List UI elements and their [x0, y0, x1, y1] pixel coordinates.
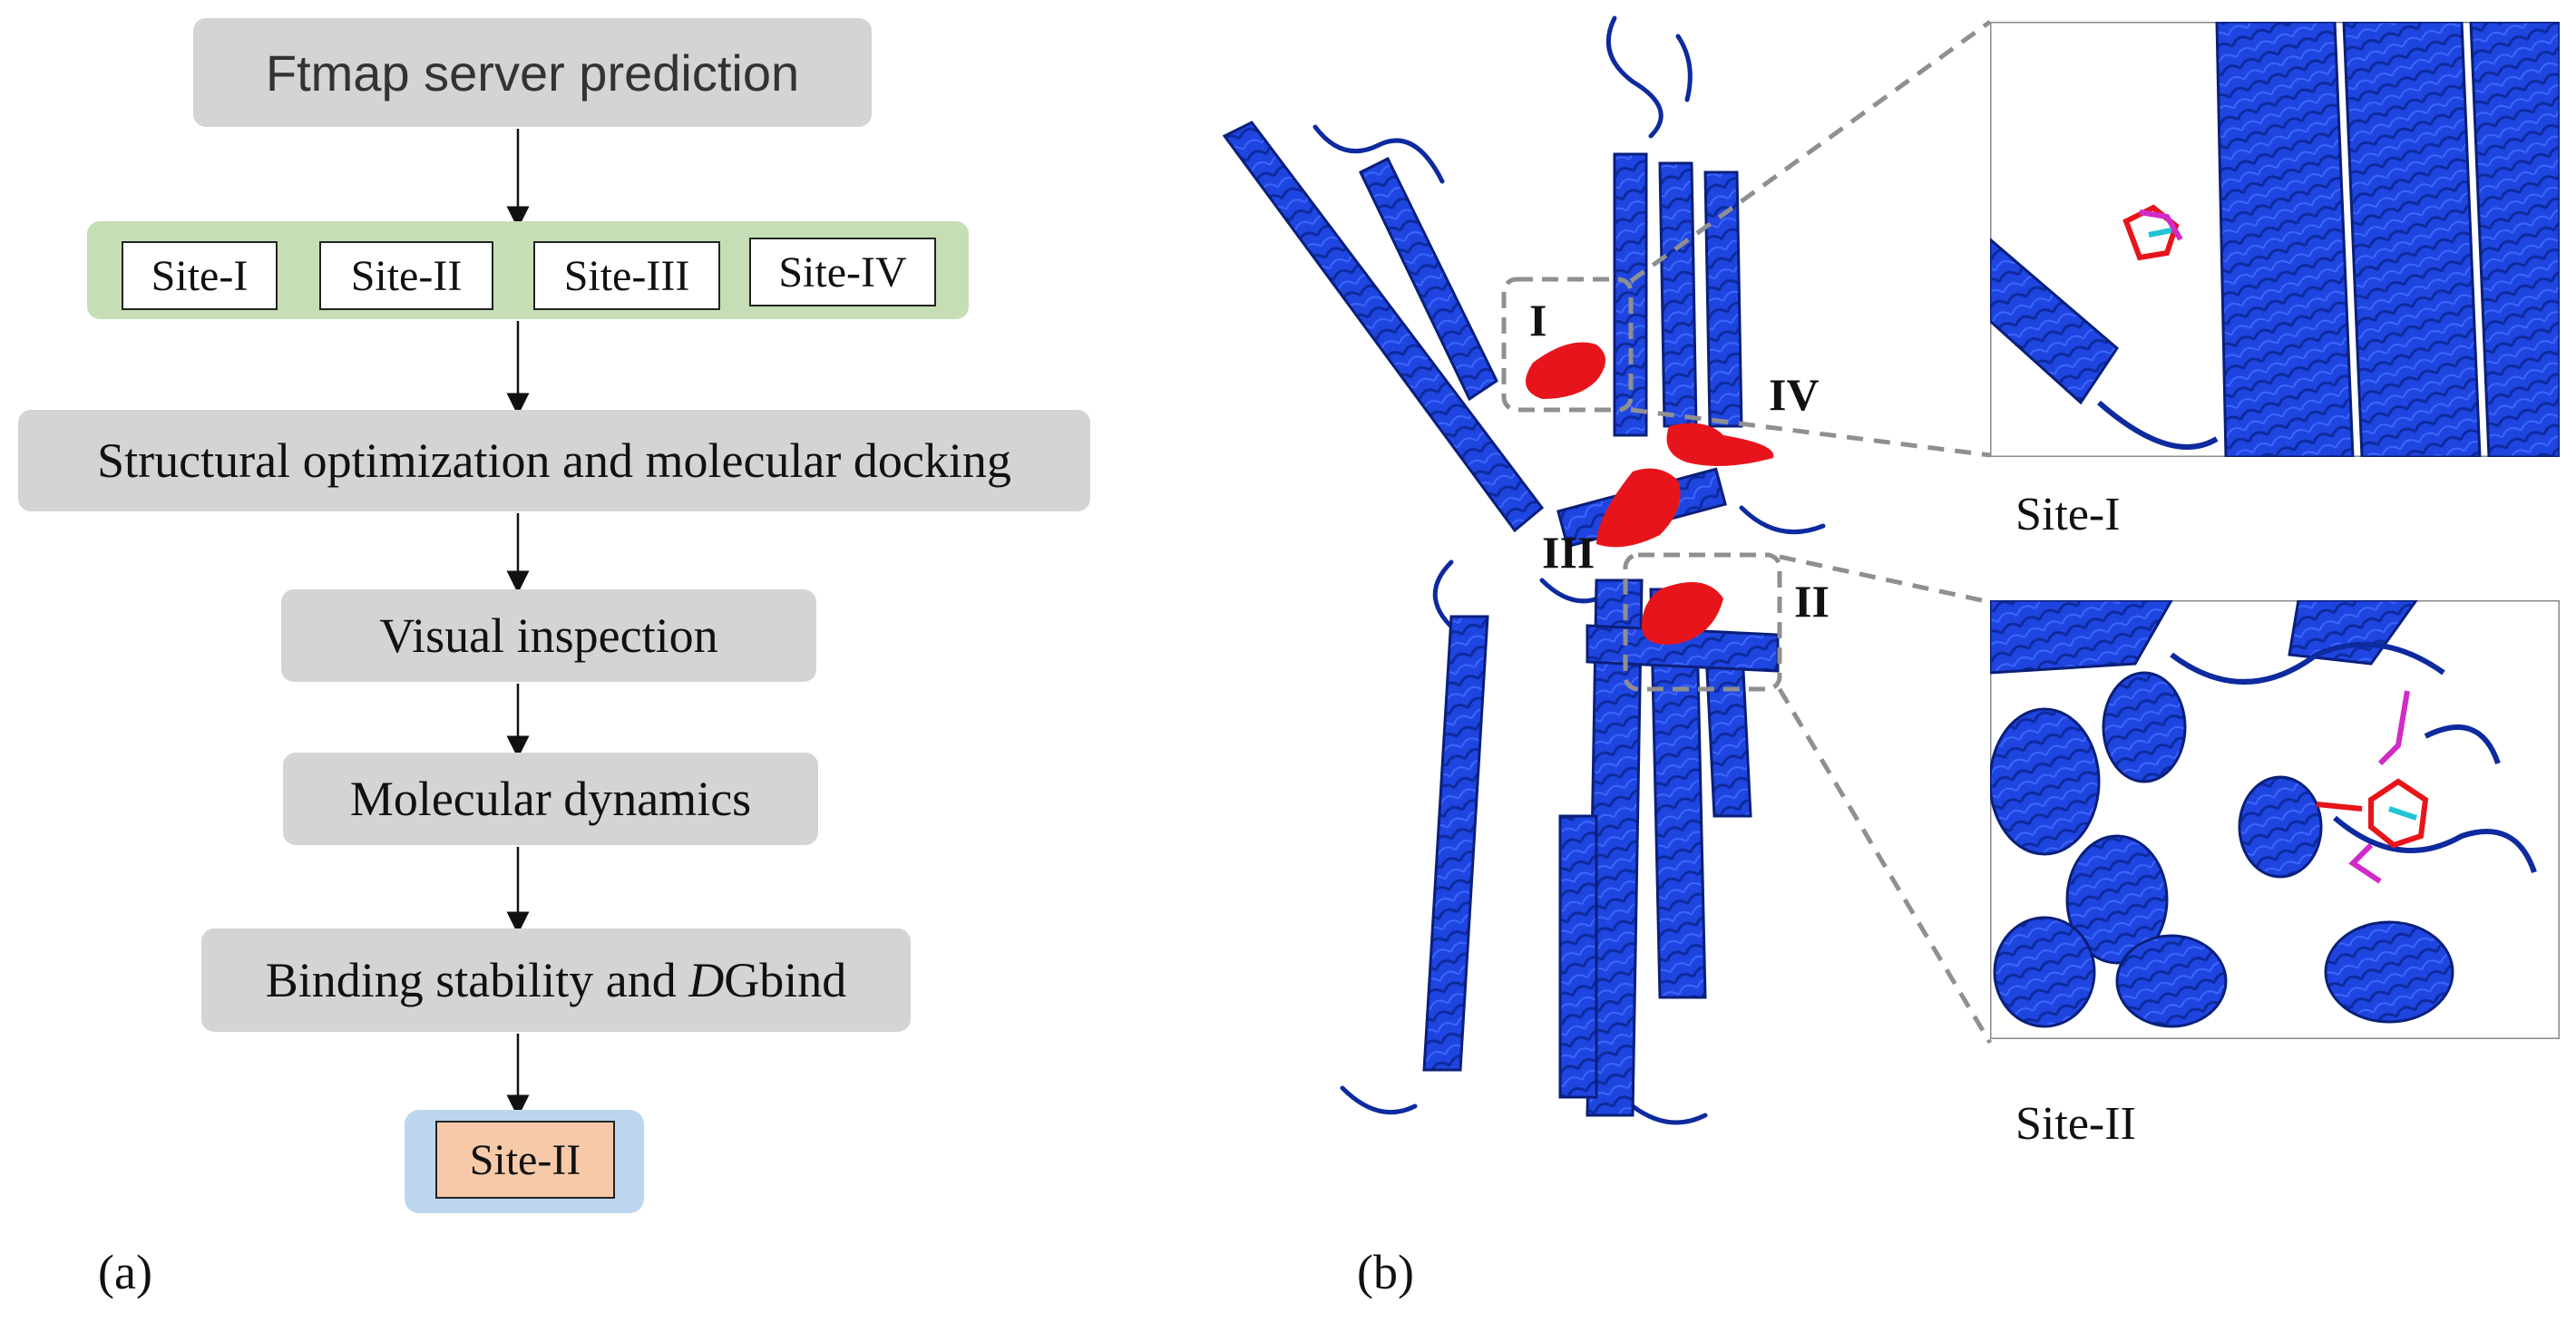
- site-frames: [1501, 277, 1782, 692]
- helix-cross: [1586, 624, 1780, 673]
- site-cell-3-label: Site-III: [563, 251, 690, 300]
- step-binding-italic: D: [688, 953, 725, 1007]
- site-label-3: III: [1542, 527, 1595, 578]
- zoom-line-1b: [1630, 407, 1991, 458]
- inset-caption-1: Site-I: [2015, 489, 2121, 540]
- helix-long-lower: [1422, 615, 1489, 1072]
- helix-top-center-3: [1703, 170, 1743, 428]
- step-dynamics-label: Molecular dynamics: [349, 772, 752, 826]
- site-cell-4-label: Site-IV: [778, 248, 907, 296]
- protein-structure: I II III IV: [1222, 15, 1830, 1125]
- site-cell-1-label: Site-I: [151, 251, 249, 300]
- site-cell-2-label: Site-II: [350, 251, 463, 300]
- site-frame-1: [1501, 277, 1634, 413]
- inset-site-1: [1990, 22, 2560, 457]
- step-binding-suffix: Gbind: [724, 953, 847, 1007]
- site-cell-1: Site-I: [122, 241, 278, 310]
- step-binding-prefix: Binding stability and: [265, 953, 689, 1007]
- step-optimization: Structural optimization and molecular do…: [18, 410, 1090, 511]
- site-label-1: I: [1529, 295, 1547, 345]
- site-label-2: II: [1794, 576, 1830, 627]
- panel-label-b: (b): [1357, 1245, 1414, 1299]
- step-ftmap-label: Ftmap server prediction: [265, 44, 800, 102]
- zoom-line-1a: [1629, 19, 1992, 284]
- helix-left-arm: [1222, 121, 1545, 533]
- step-optimization-label: Structural optimization and molecular do…: [97, 433, 1011, 488]
- result-site-label: Site-II: [469, 1135, 581, 1184]
- inset-caption-2: Site-II: [2015, 1098, 2136, 1150]
- helix-upper-left: [1359, 156, 1498, 402]
- inset-site-2: [1990, 600, 2560, 1039]
- flowchart-arrows: [506, 129, 530, 1118]
- step-visual: Visual inspection: [281, 589, 816, 682]
- inset-1-ligand: [2122, 204, 2183, 261]
- site-cell-4: Site-IV: [749, 238, 936, 306]
- helix-top-center-1: [1613, 152, 1648, 437]
- zoom-line-2a: [1779, 554, 1991, 605]
- site-frame-2: [1623, 552, 1782, 692]
- flowchart-panel: Ftmap server prediction Site-I Site-II S…: [0, 0, 1125, 1322]
- zoom-line-2b: [1777, 687, 1993, 1045]
- ligand-site-1: [1526, 342, 1605, 399]
- step-visual-label: Visual inspection: [379, 608, 718, 663]
- panel-label-a: (a): [98, 1245, 152, 1299]
- ligand-site-4: [1666, 423, 1774, 466]
- step-binding-label: Binding stability and DGbind: [266, 952, 847, 1008]
- result-site: Site-II: [435, 1121, 615, 1199]
- protein-helices: [1222, 121, 1780, 1117]
- ligand-site-2: [1642, 582, 1723, 645]
- step-ftmap: Ftmap server prediction: [193, 18, 872, 127]
- ligand-site-3: [1596, 468, 1681, 548]
- site-cell-2: Site-II: [319, 241, 493, 310]
- site-cell-3: Site-III: [533, 241, 720, 310]
- site-label-4: IV: [1769, 369, 1820, 420]
- ligands: [1526, 342, 1774, 645]
- step-binding: Binding stability and DGbind: [201, 928, 911, 1032]
- inset-2-ligand: [2316, 690, 2429, 884]
- step-dynamics: Molecular dynamics: [283, 753, 818, 845]
- helix-lower-left: [1558, 814, 1598, 1099]
